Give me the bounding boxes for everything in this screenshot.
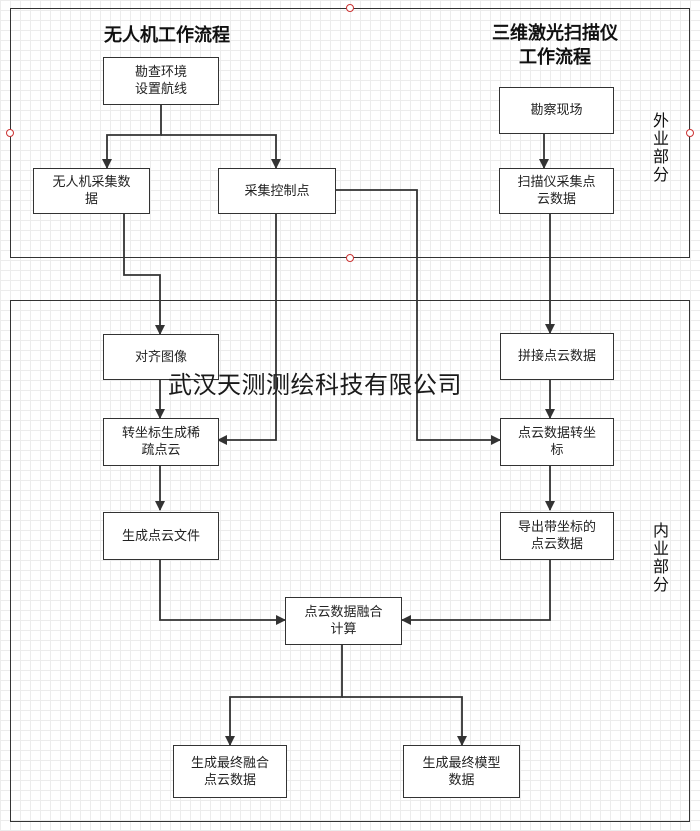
node-final-fusion[interactable]: 生成最终融合 点云数据 [173, 745, 287, 798]
field-section-label: 外业部分 [650, 112, 669, 184]
edge-control-to-sparse [217, 214, 277, 445]
node-survey-site[interactable]: 勘察现场 [499, 87, 614, 134]
edge-fusion-split-left [225, 645, 343, 746]
node-transform-sparse[interactable]: 转坐标生成稀 疏点云 [103, 418, 219, 466]
node-collect-control[interactable]: 采集控制点 [218, 168, 336, 214]
resize-handle-right[interactable] [686, 129, 694, 137]
edge-route-split [102, 105, 162, 169]
node-scanner-collect[interactable]: 扫描仪采集点 云数据 [499, 168, 614, 214]
scanner-workflow-title: 三维激光扫描仪 工作流程 [492, 23, 618, 68]
resize-handle-top[interactable] [346, 4, 354, 12]
node-survey-route[interactable]: 勘查环境 设置航线 [103, 57, 219, 105]
node-align-images[interactable]: 对齐图像 [103, 334, 219, 380]
node-stitch-cloud[interactable]: 拼接点云数据 [500, 333, 614, 380]
office-work-frame [10, 300, 690, 822]
edge-file-to-fusion [159, 560, 286, 625]
node-export-cloud[interactable]: 导出带坐标的 点云数据 [500, 512, 614, 560]
node-gen-cloud-file[interactable]: 生成点云文件 [103, 512, 219, 560]
office-section-label: 内业部分 [650, 522, 669, 594]
resize-handle-bottom[interactable] [346, 254, 354, 262]
company-watermark: 武汉天测测绘科技有限公司 [168, 371, 462, 399]
edge-route-to-control [161, 134, 281, 169]
edge-export-to-fusion [401, 560, 551, 625]
edge-uav-to-align [123, 214, 165, 335]
resize-handle-left[interactable] [6, 129, 14, 137]
node-final-model[interactable]: 生成最终模型 数据 [403, 745, 520, 798]
node-fusion[interactable]: 点云数据融合 计算 [285, 597, 402, 645]
node-uav-collect[interactable]: 无人机采集数 据 [33, 168, 150, 214]
node-cloud-transform[interactable]: 点云数据转坐 标 [500, 418, 614, 466]
edge-control-to-cloud-transform [336, 189, 501, 445]
uav-workflow-title: 无人机工作流程 [104, 25, 230, 46]
edge-fusion-split-right [342, 696, 467, 746]
